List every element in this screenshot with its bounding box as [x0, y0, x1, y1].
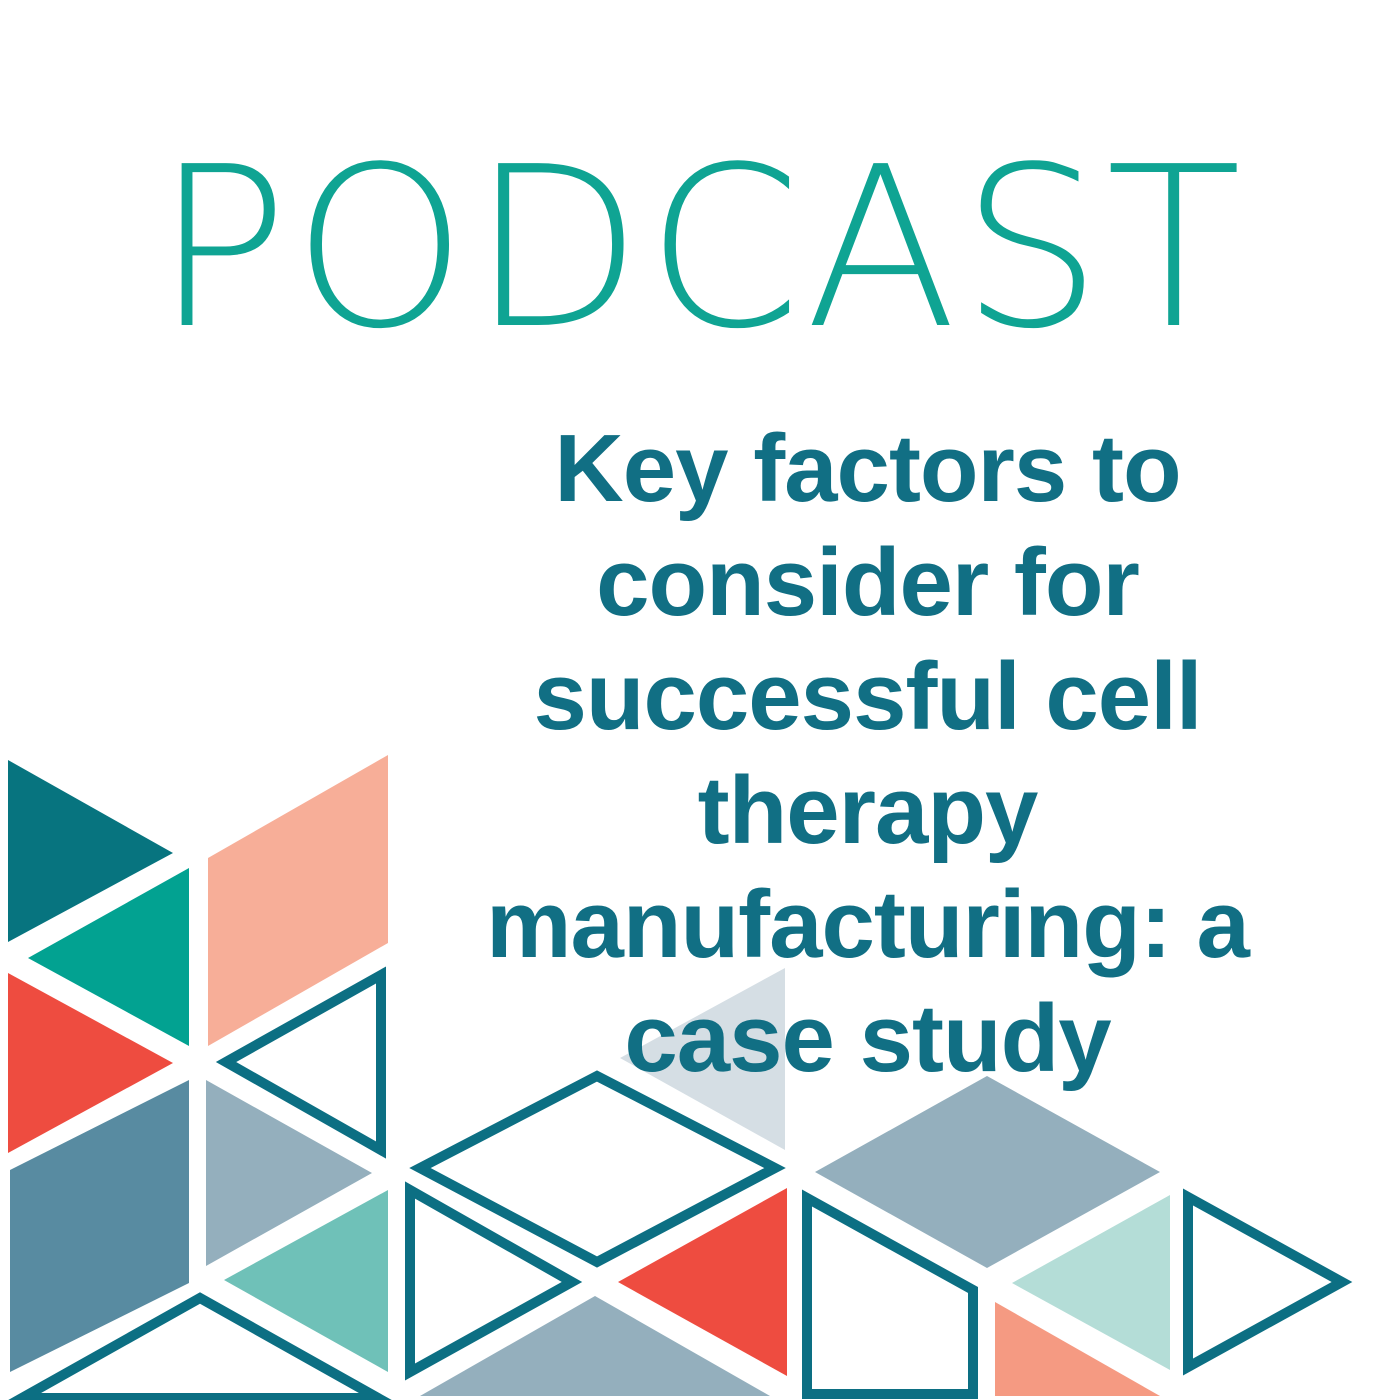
slate-blue-parallelogram: [10, 1080, 189, 1372]
outline-diamond: [409, 1070, 786, 1268]
grey-blue-triangle-bottom: [420, 1296, 770, 1396]
dark-teal-triangle: [8, 760, 173, 942]
red-triangle: [8, 973, 173, 1153]
outline-triangle-right: [1183, 1188, 1353, 1376]
red-triangle-middle: [618, 1188, 787, 1376]
outline-triangle-middle: [405, 1181, 583, 1381]
grey-blue-triangle: [206, 1080, 372, 1266]
outline-pentagon: [802, 1189, 978, 1399]
grey-blue-diamond: [815, 1076, 1160, 1268]
salmon-parallelogram: [208, 755, 388, 1046]
episode-title: Key factors to consider for successful c…: [486, 415, 1250, 1092]
outline-triangle-bottom-left: [8, 1292, 392, 1400]
teal-triangle: [28, 868, 189, 1046]
outline-triangle-left: [215, 966, 386, 1159]
pale-grey-triangle: [620, 968, 785, 1150]
pale-mint-triangle: [1012, 1195, 1170, 1370]
podcast-heading: PODCAST: [154, 120, 1246, 378]
mint-triangle: [224, 1190, 388, 1372]
coral-triangle: [995, 1302, 1160, 1396]
